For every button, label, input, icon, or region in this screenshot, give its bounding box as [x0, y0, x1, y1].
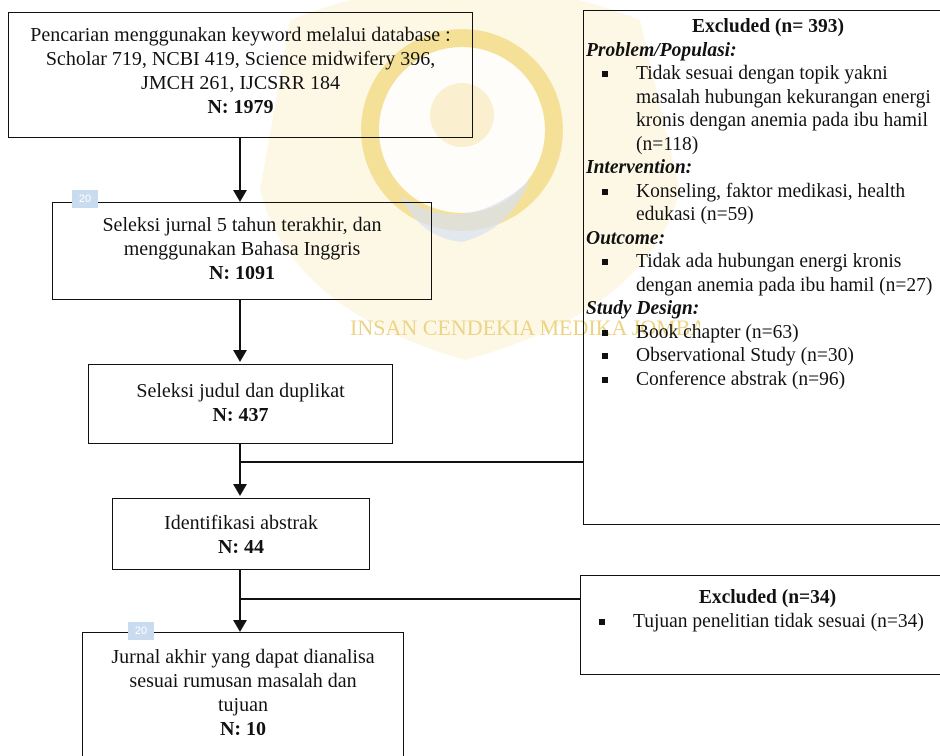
arrow-2: [233, 350, 247, 362]
title-screening-description: Seleksi judul dan duplikat: [136, 380, 345, 402]
list-item: Observational Study (n=30): [598, 344, 938, 368]
abstract-box: Identifikasi abstrak N: 44: [112, 498, 370, 570]
excluded-connector-1: [239, 461, 584, 463]
abstract-description: Identifikasi abstrak: [164, 512, 318, 534]
category-intervention-label: Intervention:: [586, 157, 693, 178]
excluded-box-secondary: Excluded (n=34) Tujuan penelitian tidak …: [580, 575, 940, 675]
excluded-connector-2: [239, 598, 581, 600]
connector-1: [239, 138, 241, 190]
list-item: Conference abstrak (n=96): [598, 368, 938, 392]
list-item: Tidak sesuai dengan topik yakni masalah …: [598, 62, 938, 156]
arrow-1: [233, 190, 247, 202]
excluded-main-title: Excluded (n= 393): [692, 16, 844, 37]
connector-2: [239, 300, 241, 350]
search-count: N: 1979: [207, 96, 274, 118]
title-screening-box: Seleksi judul dan duplikat N: 437: [88, 364, 393, 444]
excluded-box-main: Excluded (n= 393) Problem/Populasi: Tida…: [583, 10, 940, 525]
arrow-4: [233, 620, 247, 632]
final-count: N: 10: [219, 718, 267, 740]
category-intervention-list: Konseling, faktor medikasi, health eduka…: [598, 180, 938, 227]
screening-description: Seleksi jurnal 5 tahun terakhir, dan men…: [102, 214, 382, 260]
category-study-design-list: Book chapter (n=63) Observational Study …: [598, 321, 938, 392]
arrow-3: [233, 484, 247, 496]
category-problem-label: Problem/Populasi:: [586, 39, 737, 61]
excluded-secondary-title: Excluded (n=34): [698, 587, 837, 608]
search-box: Pencarian menggunakan keyword melalui da…: [8, 12, 473, 138]
page-badge: 20: [72, 190, 98, 208]
list-item: Konseling, faktor medikasi, health eduka…: [598, 180, 938, 227]
title-screening-count: N: 437: [212, 404, 269, 426]
final-description: Jurnal akhir yang dapat dianalisa sesuai…: [111, 646, 375, 716]
excluded-secondary-list: Tujuan penelitian tidak sesuai (n=34): [595, 610, 940, 634]
connector-3: [239, 444, 241, 484]
screening-box: Seleksi jurnal 5 tahun terakhir, dan men…: [52, 202, 432, 300]
final-box: Jurnal akhir yang dapat dianalisa sesuai…: [82, 632, 404, 756]
list-item: Tujuan penelitian tidak sesuai (n=34): [595, 610, 940, 634]
list-item: Book chapter (n=63): [598, 321, 938, 345]
screening-count: N: 1091: [208, 262, 276, 284]
category-problem-list: Tidak sesuai dengan topik yakni masalah …: [598, 62, 938, 156]
category-study-design-label: Study Design:: [586, 298, 700, 319]
search-description: Pencarian menggunakan keyword melalui da…: [30, 24, 451, 94]
category-outcome-label: Outcome:: [586, 227, 666, 249]
list-item: Tidak ada hubungan energi kronis dengan …: [598, 250, 938, 297]
watermark-bottom-text: INSAN CENDEKIA MEDIKA JOMBANG: [350, 315, 700, 340]
watermark-logo: INSAN CENDEKIA MEDIKA JOMBANG: [260, 0, 700, 360]
page-badge: 20: [128, 622, 154, 640]
connector-4: [239, 570, 241, 620]
category-outcome-list: Tidak ada hubungan energi kronis dengan …: [598, 250, 938, 297]
abstract-count: N: 44: [217, 536, 265, 558]
